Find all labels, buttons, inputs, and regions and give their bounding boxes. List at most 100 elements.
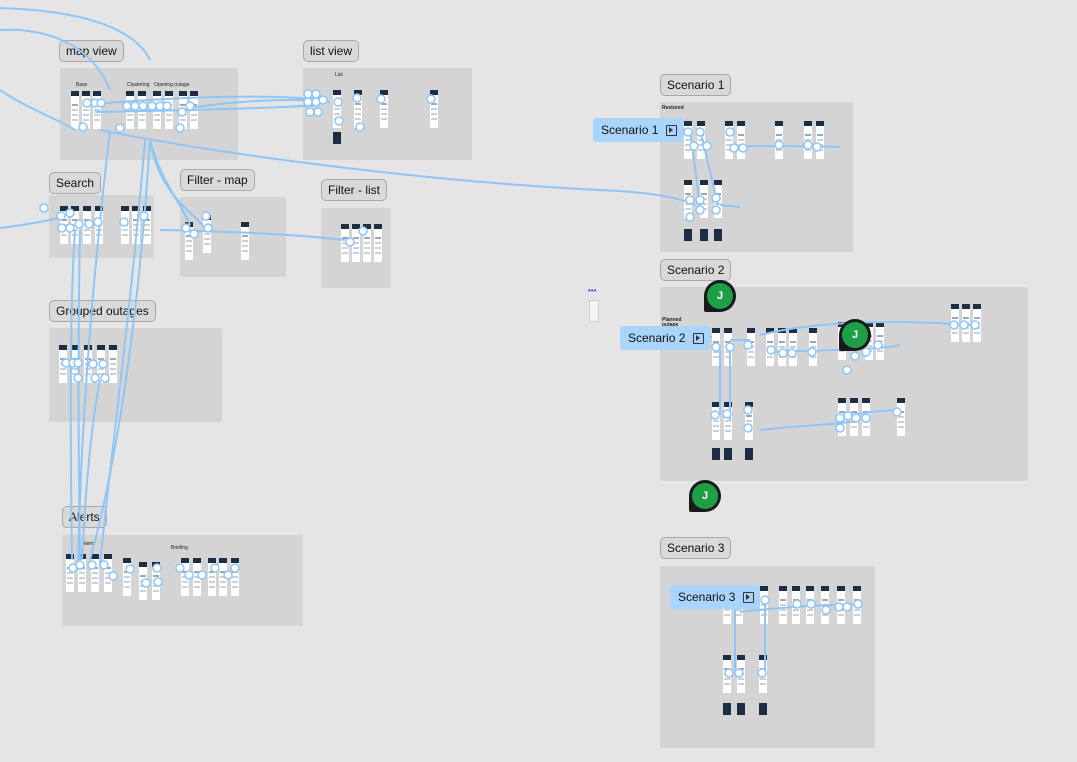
screen-frame[interactable]	[341, 224, 349, 262]
screen-frame[interactable]	[737, 655, 745, 693]
screen-frame[interactable]	[759, 655, 767, 693]
screen-frame[interactable]	[853, 586, 861, 624]
filter-list-label[interactable]: Filter - list	[321, 179, 387, 201]
filter-map-section[interactable]	[180, 197, 286, 277]
screen-frame[interactable]	[779, 586, 787, 624]
screen-frame[interactable]	[219, 558, 227, 596]
screen-frame[interactable]	[962, 304, 970, 342]
alerts-label[interactable]: Alerts	[62, 506, 107, 528]
screen-frame[interactable]	[165, 91, 173, 129]
screen-frame[interactable]	[804, 121, 812, 159]
screen-frame[interactable]	[78, 554, 86, 592]
screen-frame[interactable]	[712, 402, 720, 440]
screen-frame[interactable]	[138, 91, 146, 129]
screen-frame[interactable]	[152, 562, 160, 600]
screen-frame[interactable]	[737, 121, 745, 159]
screen-frame[interactable]	[143, 206, 151, 244]
screen-frame[interactable]	[725, 121, 733, 159]
screen-frame[interactable]	[190, 91, 198, 129]
scenario-1-label[interactable]: Scenario 1	[660, 74, 732, 96]
screen-frame[interactable]	[97, 345, 105, 383]
screen-frame[interactable]	[193, 558, 201, 596]
screen-frame[interactable]	[973, 304, 981, 342]
screen-frame[interactable]	[380, 90, 388, 128]
screen-frame[interactable]	[185, 222, 193, 260]
screen-frame[interactable]	[806, 586, 814, 624]
screen-frame[interactable]	[684, 180, 692, 218]
screen-frame[interactable]	[333, 90, 341, 128]
map-view-label[interactable]: map view	[59, 40, 124, 62]
more-dots[interactable]: •••	[588, 286, 597, 295]
search-label[interactable]: Search	[49, 172, 102, 194]
screen-frame[interactable]	[363, 224, 371, 262]
screen-frame[interactable]	[71, 206, 79, 244]
screen-frame[interactable]	[84, 345, 92, 383]
screen-frame[interactable]	[139, 562, 147, 600]
screen-frame[interactable]	[179, 91, 187, 129]
screen-frame[interactable]	[132, 206, 140, 244]
screen-frame[interactable]	[91, 554, 99, 592]
screen-frame[interactable]	[700, 180, 708, 218]
screen-frame[interactable]	[760, 586, 768, 624]
screen-frame[interactable]	[821, 586, 829, 624]
screen-frame[interactable]	[697, 121, 705, 159]
list-view-label[interactable]: list view	[303, 40, 360, 62]
stray-small-frame[interactable]	[589, 300, 599, 322]
screen-frame[interactable]	[352, 224, 360, 262]
screen-frame[interactable]	[354, 90, 362, 128]
grouped-outages-label[interactable]: Grouped outages	[49, 300, 156, 322]
screen-frame[interactable]	[778, 328, 786, 366]
screen-frame[interactable]	[951, 304, 959, 342]
scenario-2-label[interactable]: Scenario 2	[660, 259, 732, 281]
screen-frame[interactable]	[862, 398, 870, 436]
screen-frame[interactable]	[95, 206, 103, 244]
present-icon[interactable]	[743, 591, 755, 603]
screen-frame[interactable]	[66, 554, 74, 592]
screen-frame[interactable]	[241, 222, 249, 260]
present-icon[interactable]	[693, 332, 705, 344]
screen-frame[interactable]	[374, 224, 382, 262]
filter-map-label[interactable]: Filter - map	[180, 169, 255, 191]
screen-frame[interactable]	[203, 215, 211, 253]
screen-frame[interactable]	[231, 558, 239, 596]
screen-frame[interactable]	[837, 586, 845, 624]
screen-frame[interactable]	[153, 91, 161, 129]
screen-frame[interactable]	[897, 398, 905, 436]
screen-frame[interactable]	[430, 90, 438, 128]
collaborator-cursor-avatar[interactable]: J	[704, 280, 736, 312]
screen-frame[interactable]	[59, 345, 67, 383]
screen-frame[interactable]	[109, 345, 117, 383]
prototype-flow-scenario-1[interactable]: Scenario 1	[593, 118, 684, 142]
screen-frame[interactable]	[723, 655, 731, 693]
screen-frame[interactable]	[850, 398, 858, 436]
prototype-flow-scenario-3[interactable]: Scenario 3	[670, 585, 761, 609]
present-icon[interactable]	[666, 124, 678, 136]
screen-frame[interactable]	[838, 398, 846, 436]
screen-frame[interactable]	[82, 91, 90, 129]
collaborator-cursor-avatar[interactable]: J	[689, 480, 721, 512]
prototype-flow-scenario-2[interactable]: Scenario 2	[620, 326, 711, 350]
collaborator-cursor-avatar[interactable]: J	[839, 319, 871, 351]
screen-frame[interactable]	[876, 322, 884, 360]
screen-frame[interactable]	[126, 91, 134, 129]
screen-frame[interactable]	[684, 121, 692, 159]
screen-frame[interactable]	[71, 91, 79, 129]
screen-frame[interactable]	[83, 206, 91, 244]
screen-frame[interactable]	[724, 328, 732, 366]
screen-frame[interactable]	[71, 345, 79, 383]
screen-frame[interactable]	[745, 402, 753, 440]
screen-frame[interactable]	[775, 121, 783, 159]
screen-frame[interactable]	[809, 328, 817, 366]
screen-frame[interactable]	[93, 91, 101, 129]
screen-frame[interactable]	[792, 586, 800, 624]
screen-frame[interactable]	[789, 328, 797, 366]
screen-frame[interactable]	[766, 328, 774, 366]
screen-frame[interactable]	[60, 206, 68, 244]
screen-frame[interactable]	[181, 558, 189, 596]
screen-frame[interactable]	[104, 554, 112, 592]
screen-frame[interactable]	[747, 328, 755, 366]
screen-frame[interactable]	[712, 328, 720, 366]
screen-frame[interactable]	[714, 180, 722, 218]
screen-frame[interactable]	[816, 121, 824, 159]
